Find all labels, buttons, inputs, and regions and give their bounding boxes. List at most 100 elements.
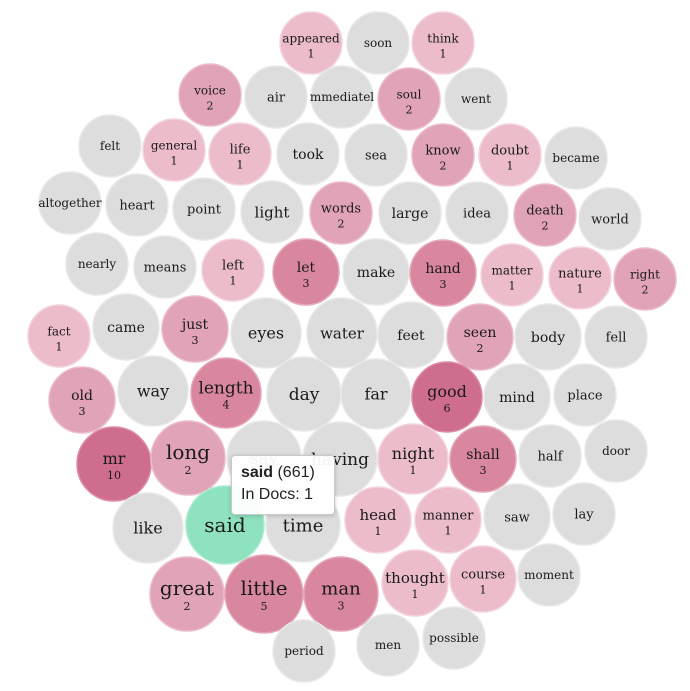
- word-bubble-heart[interactable]: heart: [105, 173, 169, 237]
- bubble-count: 5: [261, 600, 268, 613]
- word-bubble-nearly[interactable]: nearly: [65, 232, 129, 296]
- word-bubble-moment[interactable]: moment: [517, 543, 581, 607]
- bubble-word: length: [198, 378, 253, 398]
- bubble-word: voice: [193, 83, 226, 97]
- word-bubble-world[interactable]: world: [578, 187, 642, 251]
- bubble-count: 2: [184, 600, 191, 613]
- word-bubble-period[interactable]: period: [272, 619, 336, 683]
- word-bubble-day[interactable]: day: [266, 356, 342, 432]
- bubble-word: think: [427, 31, 459, 45]
- word-bubble-air[interactable]: air: [244, 65, 308, 129]
- bubble-word: sea: [365, 149, 387, 164]
- word-bubble-body[interactable]: body: [514, 303, 582, 371]
- word-bubble-went[interactable]: went: [444, 67, 508, 131]
- word-bubble-place[interactable]: place: [553, 363, 617, 427]
- word-bubble-make[interactable]: make: [342, 238, 410, 306]
- word-bubble-light[interactable]: light: [240, 180, 304, 244]
- bubble-circle: [276, 122, 340, 186]
- word-bubble-altogether[interactable]: altogether: [38, 171, 102, 235]
- word-bubble-took[interactable]: took: [276, 122, 340, 186]
- word-bubble-point[interactable]: point: [172, 177, 236, 241]
- word-bubble-saw[interactable]: saw: [483, 483, 551, 551]
- word-bubble-lay[interactable]: lay: [552, 482, 616, 546]
- word-bubble-possible[interactable]: possible: [422, 606, 486, 670]
- bubble-circle: [65, 232, 129, 296]
- word-bubble-half[interactable]: half: [518, 424, 582, 488]
- bubble-circle: [422, 606, 486, 670]
- word-bubble-sea[interactable]: sea: [344, 123, 408, 187]
- word-bubble-feet[interactable]: feet: [377, 301, 445, 369]
- word-bubble-idea[interactable]: idea: [445, 181, 509, 245]
- bubble-circle: [38, 171, 102, 235]
- bubble-count: 3: [192, 334, 199, 347]
- bubble-word: words: [321, 202, 361, 217]
- word-bubble-far[interactable]: far: [340, 358, 412, 430]
- bubble-circle: [112, 492, 184, 564]
- word-bubble-felt[interactable]: felt: [78, 114, 142, 178]
- bubble-circle: [178, 63, 242, 127]
- word-bubble-became[interactable]: became: [544, 126, 608, 190]
- bubble-circle: [518, 424, 582, 488]
- bubble-word: seen: [464, 325, 497, 341]
- word-bubble-water[interactable]: water: [306, 297, 378, 369]
- word-bubble-mind[interactable]: mind: [483, 363, 551, 431]
- bubble-circle: [411, 123, 475, 187]
- word-bubble-soon[interactable]: soon: [346, 11, 410, 75]
- bubble-word: air: [267, 91, 286, 106]
- word-bubble-men[interactable]: men: [356, 613, 420, 677]
- bubble-circle: [224, 554, 304, 634]
- bubble-circle: [584, 305, 648, 369]
- word-bubble-came[interactable]: came: [92, 293, 160, 361]
- bubble-circle: [303, 556, 379, 632]
- bubble-count: 1: [56, 340, 63, 353]
- word-bubble-means[interactable]: means: [133, 235, 197, 299]
- word-bubble-like[interactable]: like: [112, 492, 184, 564]
- word-bubble-fell[interactable]: fell: [584, 305, 648, 369]
- bubble-word: doubt: [491, 144, 530, 159]
- word-bubble-door[interactable]: door: [584, 419, 648, 483]
- word-bubble-mmediatel[interactable]: mmediatel: [310, 65, 374, 129]
- word-bubble-eyes[interactable]: eyes: [230, 297, 302, 369]
- word-tooltip: said (661) In Docs: 1: [231, 455, 335, 515]
- bubble-word: time: [283, 515, 324, 536]
- bubble-word: means: [144, 261, 187, 276]
- word-bubble-large[interactable]: large: [378, 181, 442, 245]
- bubble-count: 3: [303, 277, 310, 290]
- word-bubble-way[interactable]: way: [117, 355, 189, 427]
- bubble-circle: [272, 619, 336, 683]
- bubble-count: 1: [308, 47, 315, 60]
